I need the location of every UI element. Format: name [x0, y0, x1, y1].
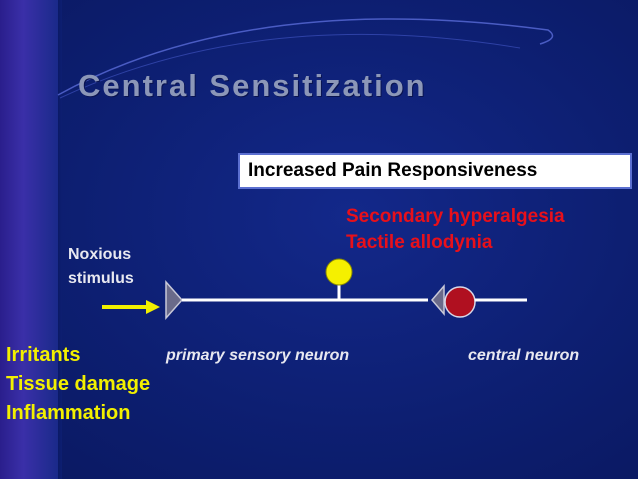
secondary-hyperalgesia-label: Secondary hyperalgesia	[346, 206, 565, 227]
stimulus-label: stimulus	[68, 270, 134, 287]
central-neuron-label: central neuron	[468, 347, 580, 364]
synapse-terminal-icon	[431, 283, 445, 317]
left-accent-bar	[0, 0, 58, 479]
cause-irritants: Irritants	[6, 344, 81, 366]
central-soma-icon	[444, 286, 476, 318]
noxious-label: Noxious	[68, 246, 132, 263]
primary-neuron-label: primary sensory neuron	[166, 347, 350, 364]
cause-inflammation: Inflammation	[6, 402, 131, 424]
primary-soma-icon	[325, 258, 353, 286]
increased-pain-box: Increased Pain Responsiveness	[238, 153, 632, 189]
primary-terminal-icon	[165, 280, 184, 320]
slide-title: Central Sensitization	[78, 68, 427, 103]
tactile-allodynia-label: Tactile allodynia	[346, 232, 493, 253]
cause-tissue-damage: Tissue damage	[6, 373, 151, 395]
stimulus-arrow-icon	[102, 300, 160, 314]
left-accent-edge	[58, 0, 62, 479]
